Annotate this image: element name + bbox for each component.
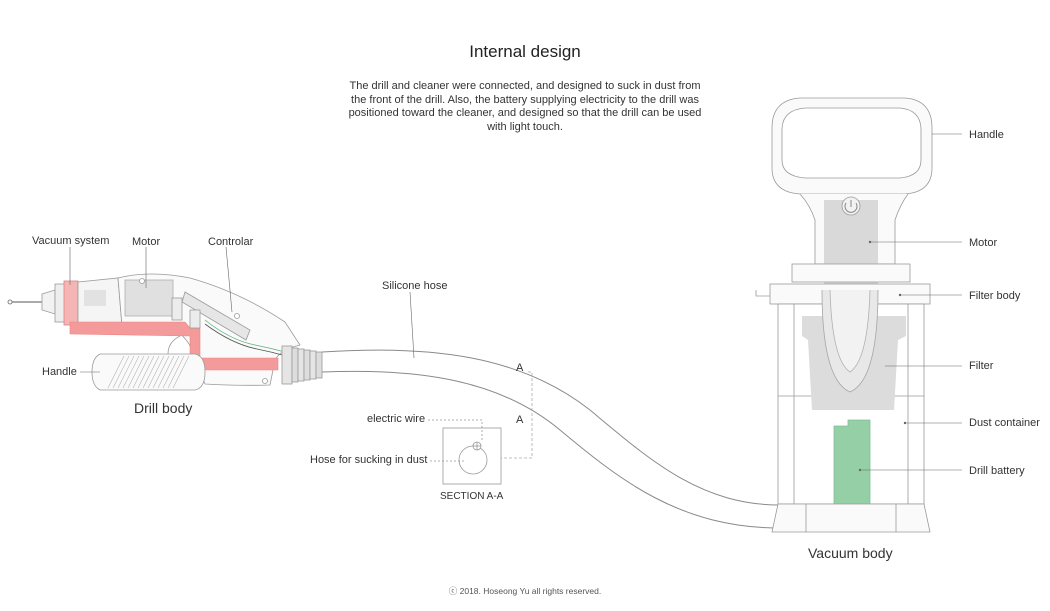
- label-vacuum-handle: Handle: [969, 129, 1004, 141]
- label-drill-battery: Drill battery: [969, 465, 1025, 477]
- label-drill-handle: Handle: [42, 366, 77, 378]
- label-filter: Filter: [969, 360, 994, 372]
- label-controlar: Controlar: [208, 236, 254, 248]
- description-line: positioned toward the cleaner, and desig…: [348, 107, 702, 119]
- label-electric-wire: electric wire: [367, 413, 426, 425]
- label-section-mark-top: A: [516, 362, 524, 374]
- drill-body: [7, 273, 323, 391]
- label-vacuum-system: Vacuum system: [32, 235, 110, 247]
- description: The drill and cleaner were connected, an…: [330, 80, 720, 134]
- caption-vacuum-body: Vacuum body: [808, 545, 893, 561]
- description-line: The drill and cleaner were connected, an…: [349, 80, 701, 92]
- section-a-a: [428, 419, 502, 485]
- description-line: with light touch.: [487, 120, 563, 133]
- silicone-hose: [321, 349, 781, 529]
- leader-lines: [69, 133, 962, 471]
- caption-section-a-a: SECTION A-A: [440, 491, 504, 502]
- caption-drill-body: Drill body: [134, 400, 193, 416]
- page-title: Internal design: [469, 42, 581, 61]
- copyright: ⓒ 2018. Hoseong Yu all rights reserved.: [448, 586, 602, 596]
- label-vacuum-motor: Motor: [969, 237, 998, 249]
- label-section-mark-bottom: A: [516, 414, 524, 426]
- grip-texture: [107, 355, 190, 389]
- section-cut-line: [500, 371, 533, 459]
- description-line: the front of the drill. Also, the batter…: [351, 93, 699, 106]
- label-dust-container: Dust container: [969, 417, 1040, 429]
- vacuum-body: [755, 97, 933, 533]
- label-drill-motor: Motor: [132, 236, 161, 248]
- label-filter-body: Filter body: [969, 290, 1021, 302]
- label-suction-hose: Hose for sucking in dust: [310, 454, 428, 466]
- label-silicone-hose: Silicone hose: [382, 280, 448, 292]
